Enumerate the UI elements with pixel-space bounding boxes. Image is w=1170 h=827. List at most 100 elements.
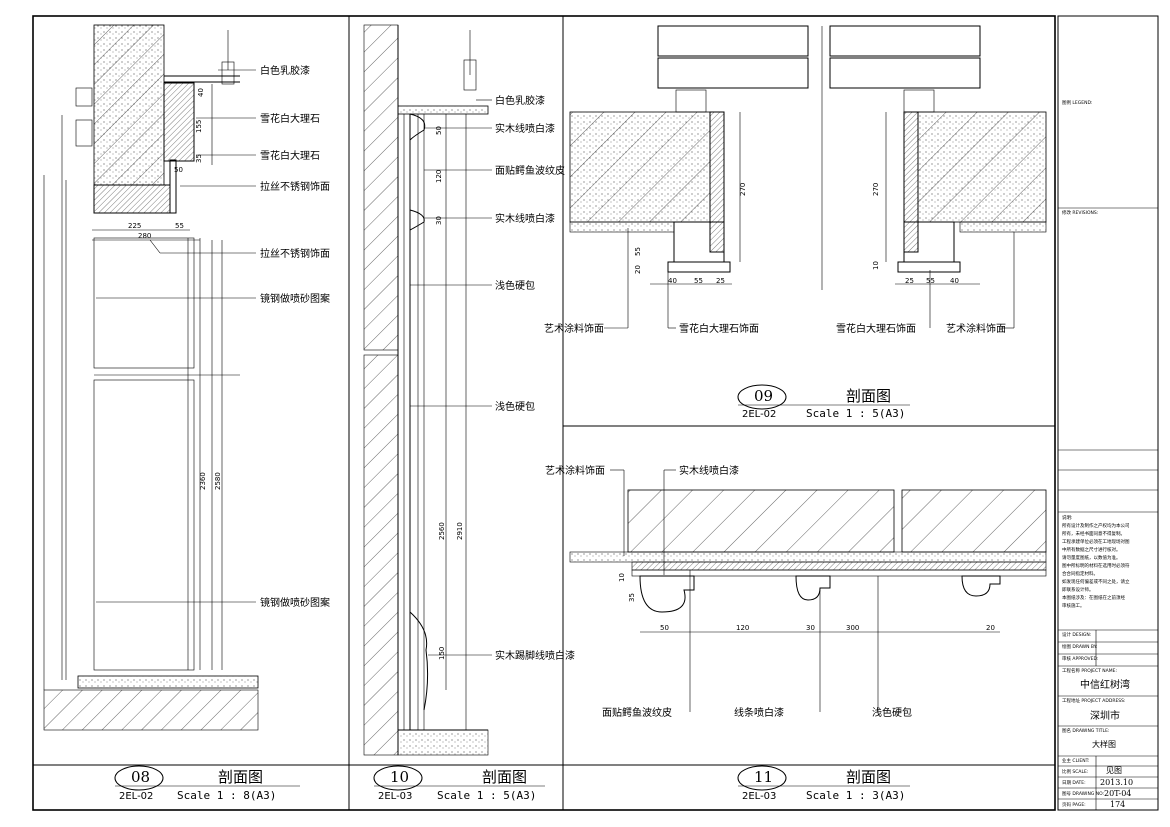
label-11-4: 浅色硬包	[872, 706, 912, 719]
title-block-border	[1057, 15, 1159, 811]
panel-10-scale: Scale 1 : 5(A3)	[437, 789, 536, 802]
tb-row-label: 绘图 DRAWN BY:	[1062, 643, 1097, 650]
label-09-0: 艺术涂料饰面	[544, 322, 604, 335]
note-line: 合合同指定材料。	[1062, 570, 1098, 577]
revisions-label: 修改 REVISIONS:	[1062, 209, 1098, 216]
tb-row-label: 工程名称 PROJECT NAME:	[1062, 667, 1117, 674]
dim-09-7: 25	[905, 277, 914, 285]
dim-09-2: 55	[634, 247, 642, 256]
label-08-3: 拉丝不锈钢饰面	[260, 180, 330, 193]
dim-09-0: 270	[739, 183, 747, 196]
tb-page-value: 174	[1110, 800, 1125, 809]
dim-08-5: 55	[175, 222, 184, 230]
legend-label: 图例 LEGEND:	[1062, 99, 1092, 106]
panel-09-number: 09	[754, 387, 773, 405]
dim-09-6: 25	[716, 277, 725, 285]
note-line: 本图纸涉及：在图纸在之前须经	[1062, 594, 1125, 601]
tb-row-label: 比例 SCALE:	[1062, 768, 1088, 775]
panel-10-title: 剖面图	[482, 768, 527, 786]
label-11-1: 实木线喷白漆	[679, 464, 739, 477]
dim-09-1: 270	[872, 183, 880, 196]
dim-09-8: 55	[926, 277, 935, 285]
panel-10: 50 120 30 2560 2910 150 白色乳胶漆 实木线喷白漆 面贴鳄…	[363, 24, 575, 802]
tb-scale-value: 见图	[1106, 766, 1122, 775]
label-08-4: 拉丝不锈钢饰面	[260, 247, 330, 260]
tb-date-value: 2013.10	[1100, 778, 1133, 787]
panel-10-ref: 2EL-03	[378, 791, 412, 802]
dim-10-0: 50	[435, 126, 443, 135]
panel-08-title: 剖面图	[218, 768, 263, 786]
note-line: 所有设计及制作之产权均为本公司	[1062, 522, 1130, 529]
label-10-2: 面贴鳄鱼波纹皮	[495, 164, 565, 177]
tb-row-label: 页码 PAGE:	[1062, 801, 1086, 808]
label-08-0: 白色乳胶漆	[260, 64, 310, 77]
panel-09-ref: 2EL-02	[742, 409, 776, 420]
label-09-2: 雪花白大理石饰面	[836, 322, 916, 335]
note-line: 如发现任何偏差或不同之处，请立	[1062, 578, 1130, 585]
panel-11-number: 11	[754, 768, 773, 786]
tb-row-label: 审核 APPROVED:	[1062, 655, 1098, 662]
dim-11-4: 30	[806, 624, 815, 632]
tb-row-label: 日期 DATE:	[1062, 780, 1086, 786]
panel-09: 270 270 55 20 40 55 25 25 55 40 10 艺术涂料饰…	[544, 25, 1047, 420]
panel-08-number: 08	[131, 768, 150, 786]
marble-block	[163, 82, 195, 162]
dim-09-9: 40	[950, 277, 959, 285]
dim-10-1: 120	[435, 170, 443, 183]
label-08-6: 镜钢做喷砂图案	[260, 596, 330, 609]
notes-list: 所有设计及制作之产权均为本公司 所有，未经书面同意不得复制。 工程承建单位必须在…	[1062, 522, 1130, 609]
steel-clad	[93, 184, 171, 214]
label-11-2: 面贴鳄鱼波纹皮	[602, 706, 672, 719]
label-09-3: 艺术涂料饰面	[946, 322, 1006, 335]
label-10-3: 实木线喷白漆	[495, 212, 555, 225]
dim-09-3: 20	[634, 265, 642, 274]
panel-11-title: 剖面图	[846, 768, 891, 786]
dim-11-5: 300	[846, 624, 859, 632]
dim-11-3: 120	[736, 624, 749, 632]
note-line: 工程承建单位必须在工地现场对图	[1062, 538, 1130, 545]
panel-09-title: 剖面图	[846, 387, 891, 405]
note-line: 所有，未经书面同意不得复制。	[1062, 530, 1125, 537]
notes-head: 说明:	[1062, 514, 1073, 521]
dim-08-1: 155	[195, 120, 203, 133]
dim-08-6: 280	[138, 232, 151, 240]
note-line: 审核施工。	[1062, 602, 1085, 609]
dim-11-6: 20	[986, 624, 995, 632]
tb-row-label: 图号 DRAWING NO:	[1062, 791, 1104, 797]
label-09-1: 雪花白大理石饰面	[679, 322, 759, 335]
label-10-0: 白色乳胶漆	[495, 94, 545, 107]
note-line: 中所有数据之尺寸进行核对。	[1062, 546, 1121, 553]
dim-09-10: 10	[872, 261, 880, 270]
dim-10-3: 2560	[438, 522, 446, 540]
sheet-border	[32, 15, 1056, 811]
dim-09-4: 40	[668, 277, 677, 285]
tb-row-label: 设计 DESIGN:	[1062, 631, 1091, 638]
panel-11-scale: Scale 1 : 3(A3)	[806, 789, 905, 802]
label-10-6: 实木踢脚线喷白漆	[495, 649, 575, 662]
label-10-5: 浅色硬包	[495, 400, 535, 413]
tb-row-label: 工程地址 PROJECT ADDRESS:	[1062, 697, 1126, 704]
label-08-2: 雪花白大理石	[260, 149, 320, 162]
label-08-5: 镜钢做喷砂图案	[260, 292, 330, 305]
dim-08-3: 50	[174, 166, 183, 174]
project-address: 深圳市	[1090, 709, 1120, 722]
dim-08-2: 35	[195, 154, 203, 163]
dim-08-8: 2580	[214, 472, 222, 490]
dim-11-0: 10	[618, 573, 626, 582]
dim-08-4: 225	[128, 222, 141, 230]
note-line: 图中所标明的材料在选用时必须符	[1062, 562, 1130, 569]
label-08-1: 雪花白大理石	[260, 112, 320, 125]
panel-10-number: 10	[390, 768, 409, 786]
dim-10-2: 30	[435, 216, 443, 225]
tb-drawing-no: 20T-04	[1104, 789, 1131, 798]
project-name: 中信红树湾	[1080, 678, 1130, 691]
dim-11-2: 50	[660, 624, 669, 632]
title-block: 图例 LEGEND: 修改 REVISIONS: 说明: 所有设计及制作之产权均…	[1058, 99, 1158, 810]
label-10-1: 实木线喷白漆	[495, 122, 555, 135]
label-11-3: 线条喷白漆	[734, 706, 784, 719]
note-line: 即联系设计师。	[1062, 586, 1094, 593]
tb-row-label: 业主 CLIENT:	[1062, 757, 1089, 764]
dim-08-0: 40	[197, 88, 205, 97]
panel-11-ref: 2EL-03	[742, 791, 776, 802]
